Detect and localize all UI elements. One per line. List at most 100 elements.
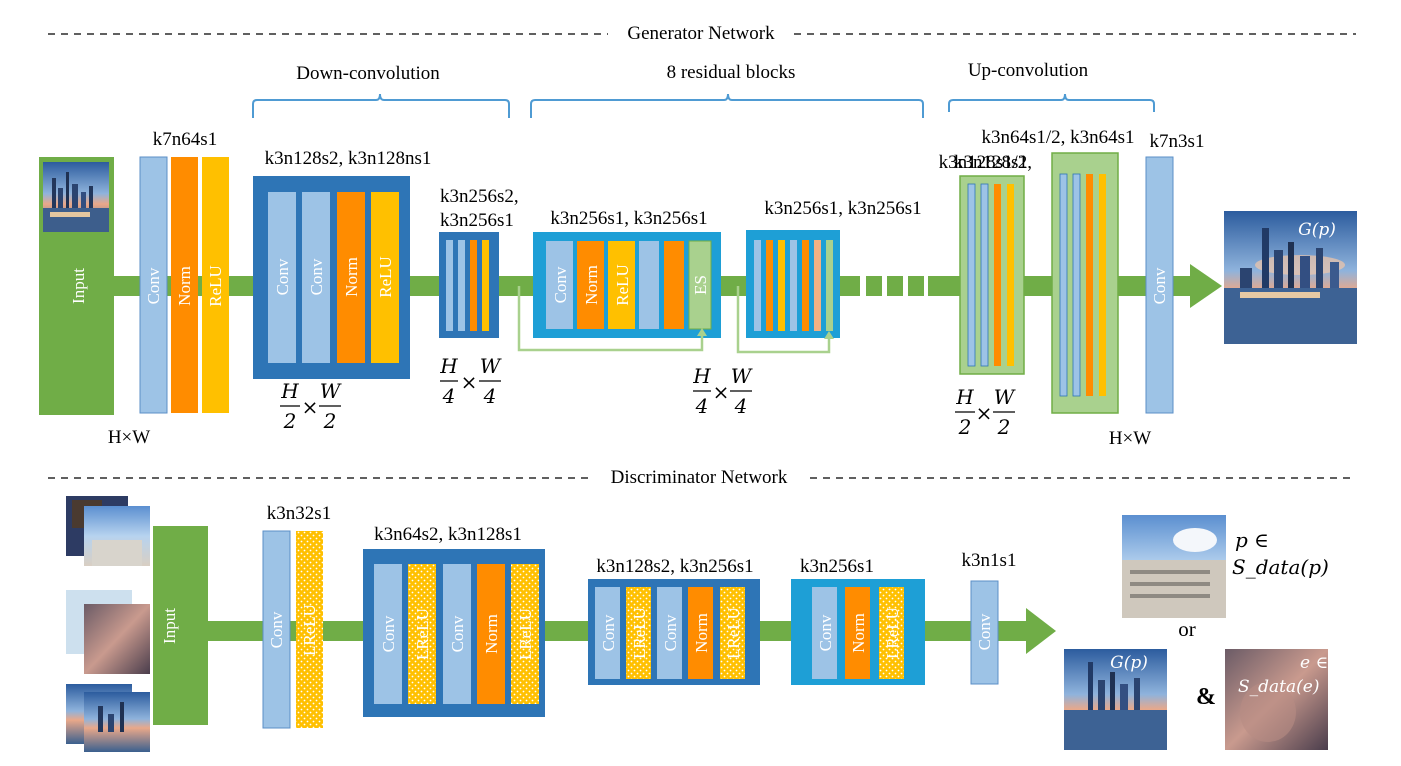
out-g-label: G(p) — [1110, 653, 1148, 673]
gen-block2-conv-a-text: Conv — [273, 258, 292, 295]
output-edge-image — [1225, 649, 1328, 750]
gen-res2-skip — [736, 286, 831, 354]
size-quarter-a: H 4 × W 4 — [439, 354, 501, 408]
residual-label: 8 residual blocks — [667, 62, 796, 83]
svg-text:H: H — [439, 354, 458, 378]
or-text: or — [1178, 617, 1196, 641]
dis-block1-conv — [262, 530, 291, 729]
gen-block3-label-1: k3n256s2, — [440, 186, 519, 207]
gen-block2-conv-a — [268, 192, 296, 363]
generator-header: Generator Network — [48, 23, 1356, 44]
dis-block3-conv-b-text: Conv — [661, 614, 680, 651]
svg-text:W: W — [994, 385, 1016, 409]
dis-block1-label: k3n32s1 — [267, 503, 331, 524]
dis-block4-conv-text: Conv — [816, 614, 835, 651]
svg-text:×: × — [302, 395, 319, 419]
gen-res1-conv-text: Conv — [551, 266, 570, 303]
dis-block2-lrelu-a-text: LReLU — [413, 608, 432, 660]
generator-input-size: H×W — [108, 427, 150, 448]
gen-block1-norm — [171, 157, 198, 413]
dis-block3-lrelu-b-text: LReLU — [724, 607, 743, 659]
dis-block2-lrelu-b-text: LReLU — [516, 608, 535, 660]
dis-block4-norm-text: Norm — [849, 613, 868, 653]
svg-text:2: 2 — [997, 415, 1011, 439]
dis-block2-label: k3n64s2, k3n128s1 — [374, 524, 522, 545]
gen-up1-label-2: k3n128s1 — [954, 152, 1028, 173]
gen-res2-label: k3n256s1, k3n256s1 — [764, 198, 921, 219]
dis-block2-norm-text: Norm — [482, 614, 501, 654]
out-p-line1: p ∈ — [1235, 528, 1269, 552]
svg-text:×: × — [461, 370, 478, 394]
amp-text: & — [1196, 684, 1216, 710]
size-half-up: H 2 × W 2 — [955, 385, 1016, 439]
down-conv-label: Down-convolution — [296, 63, 440, 84]
svg-text:×: × — [713, 380, 730, 404]
gen-block2-relu-text: ReLU — [376, 256, 395, 298]
up-conv-brace — [948, 93, 1155, 112]
dis-block5-label: k3n1s1 — [962, 550, 1017, 571]
residual-brace — [530, 93, 924, 118]
dis-block5-conv-text: Conv — [975, 613, 994, 650]
dis-block1-lrelu — [296, 531, 323, 728]
gen-res1-label: k3n256s1, k3n256s1 — [550, 208, 707, 229]
gen-res1-norm-text: Norm — [582, 265, 601, 305]
out-e-line1: e ∈ — [1300, 653, 1328, 673]
discriminator-title: Discriminator Network — [611, 467, 788, 488]
size-quarter-b: H 4 × W 4 — [692, 364, 752, 418]
svg-text:2: 2 — [958, 415, 972, 439]
svg-text:4: 4 — [442, 384, 456, 408]
generator-output-image — [1224, 211, 1357, 344]
svg-text:4: 4 — [695, 394, 709, 418]
discriminator-input-label: Input — [160, 608, 179, 644]
gen-block2-norm-text: Norm — [342, 257, 361, 297]
dis-block3-norm-text: Norm — [692, 613, 711, 653]
dis-block2-conv-a-text: Conv — [379, 615, 398, 652]
generator-output-size: H×W — [1109, 428, 1151, 449]
out-e-line2: S_data(e) — [1238, 677, 1319, 697]
dis-block3-conv-a-text: Conv — [599, 614, 618, 651]
out-p-line2: S_data(p) — [1232, 555, 1329, 579]
svg-text:W: W — [731, 364, 753, 388]
gen-final-label: k7n3s1 — [1150, 131, 1205, 152]
svg-text:W: W — [320, 379, 342, 403]
dis-block4-label: k3n256s1 — [800, 556, 874, 577]
discriminator-input-thumbnails — [66, 496, 150, 752]
gen-up1-label-1: k3n128s1/2, — [939, 152, 1032, 173]
svg-text:4: 4 — [483, 384, 497, 408]
output-real-photo — [1122, 515, 1226, 618]
gen-block2-conv-b-text: Conv — [307, 258, 326, 295]
gen-block3-label-2: k3n256s1 — [440, 210, 514, 231]
size-half: H 2 × W 2 — [280, 379, 342, 433]
svg-text:2: 2 — [283, 409, 297, 433]
gen-block1-label: k7n64s1 — [153, 129, 217, 150]
gen-block2-conv-b — [302, 192, 330, 363]
gen-block1-conv — [139, 156, 168, 414]
svg-text:H: H — [955, 385, 974, 409]
gen-res1-es-text: ES — [691, 275, 710, 295]
generator-input-label: Input — [69, 268, 88, 304]
dis-block1-lrelu-text: LReLU — [300, 604, 319, 656]
svg-text:H: H — [280, 379, 299, 403]
generator-title: Generator Network — [627, 23, 775, 44]
discriminator-input-block — [153, 526, 208, 725]
output-generated-image — [1064, 649, 1167, 750]
svg-text:×: × — [976, 401, 993, 425]
gen-res1-relu-text: ReLU — [613, 264, 632, 306]
gen-final-conv-text: Conv — [1150, 267, 1169, 304]
dis-block1-conv-text: Conv — [267, 611, 286, 648]
dis-block2-conv-b-text: Conv — [448, 615, 467, 652]
dis-block3-lrelu-a-text: LReLU — [630, 607, 649, 659]
up-conv-label: Up-convolution — [968, 60, 1089, 81]
generator-input-thumbnail — [43, 162, 109, 232]
gen-block1-relu — [202, 157, 229, 413]
svg-text:W: W — [480, 354, 502, 378]
dis-block5-conv — [970, 580, 999, 685]
gen-block2-relu — [371, 192, 399, 363]
svg-text:2: 2 — [323, 409, 337, 433]
gen-block1-norm-text: Norm — [175, 266, 194, 306]
gen-block2-norm — [337, 192, 365, 363]
dis-block4-lrelu-text: LReLU — [883, 607, 902, 659]
down-conv-brace — [252, 93, 510, 118]
discriminator-header: Discriminator Network — [48, 467, 1356, 488]
